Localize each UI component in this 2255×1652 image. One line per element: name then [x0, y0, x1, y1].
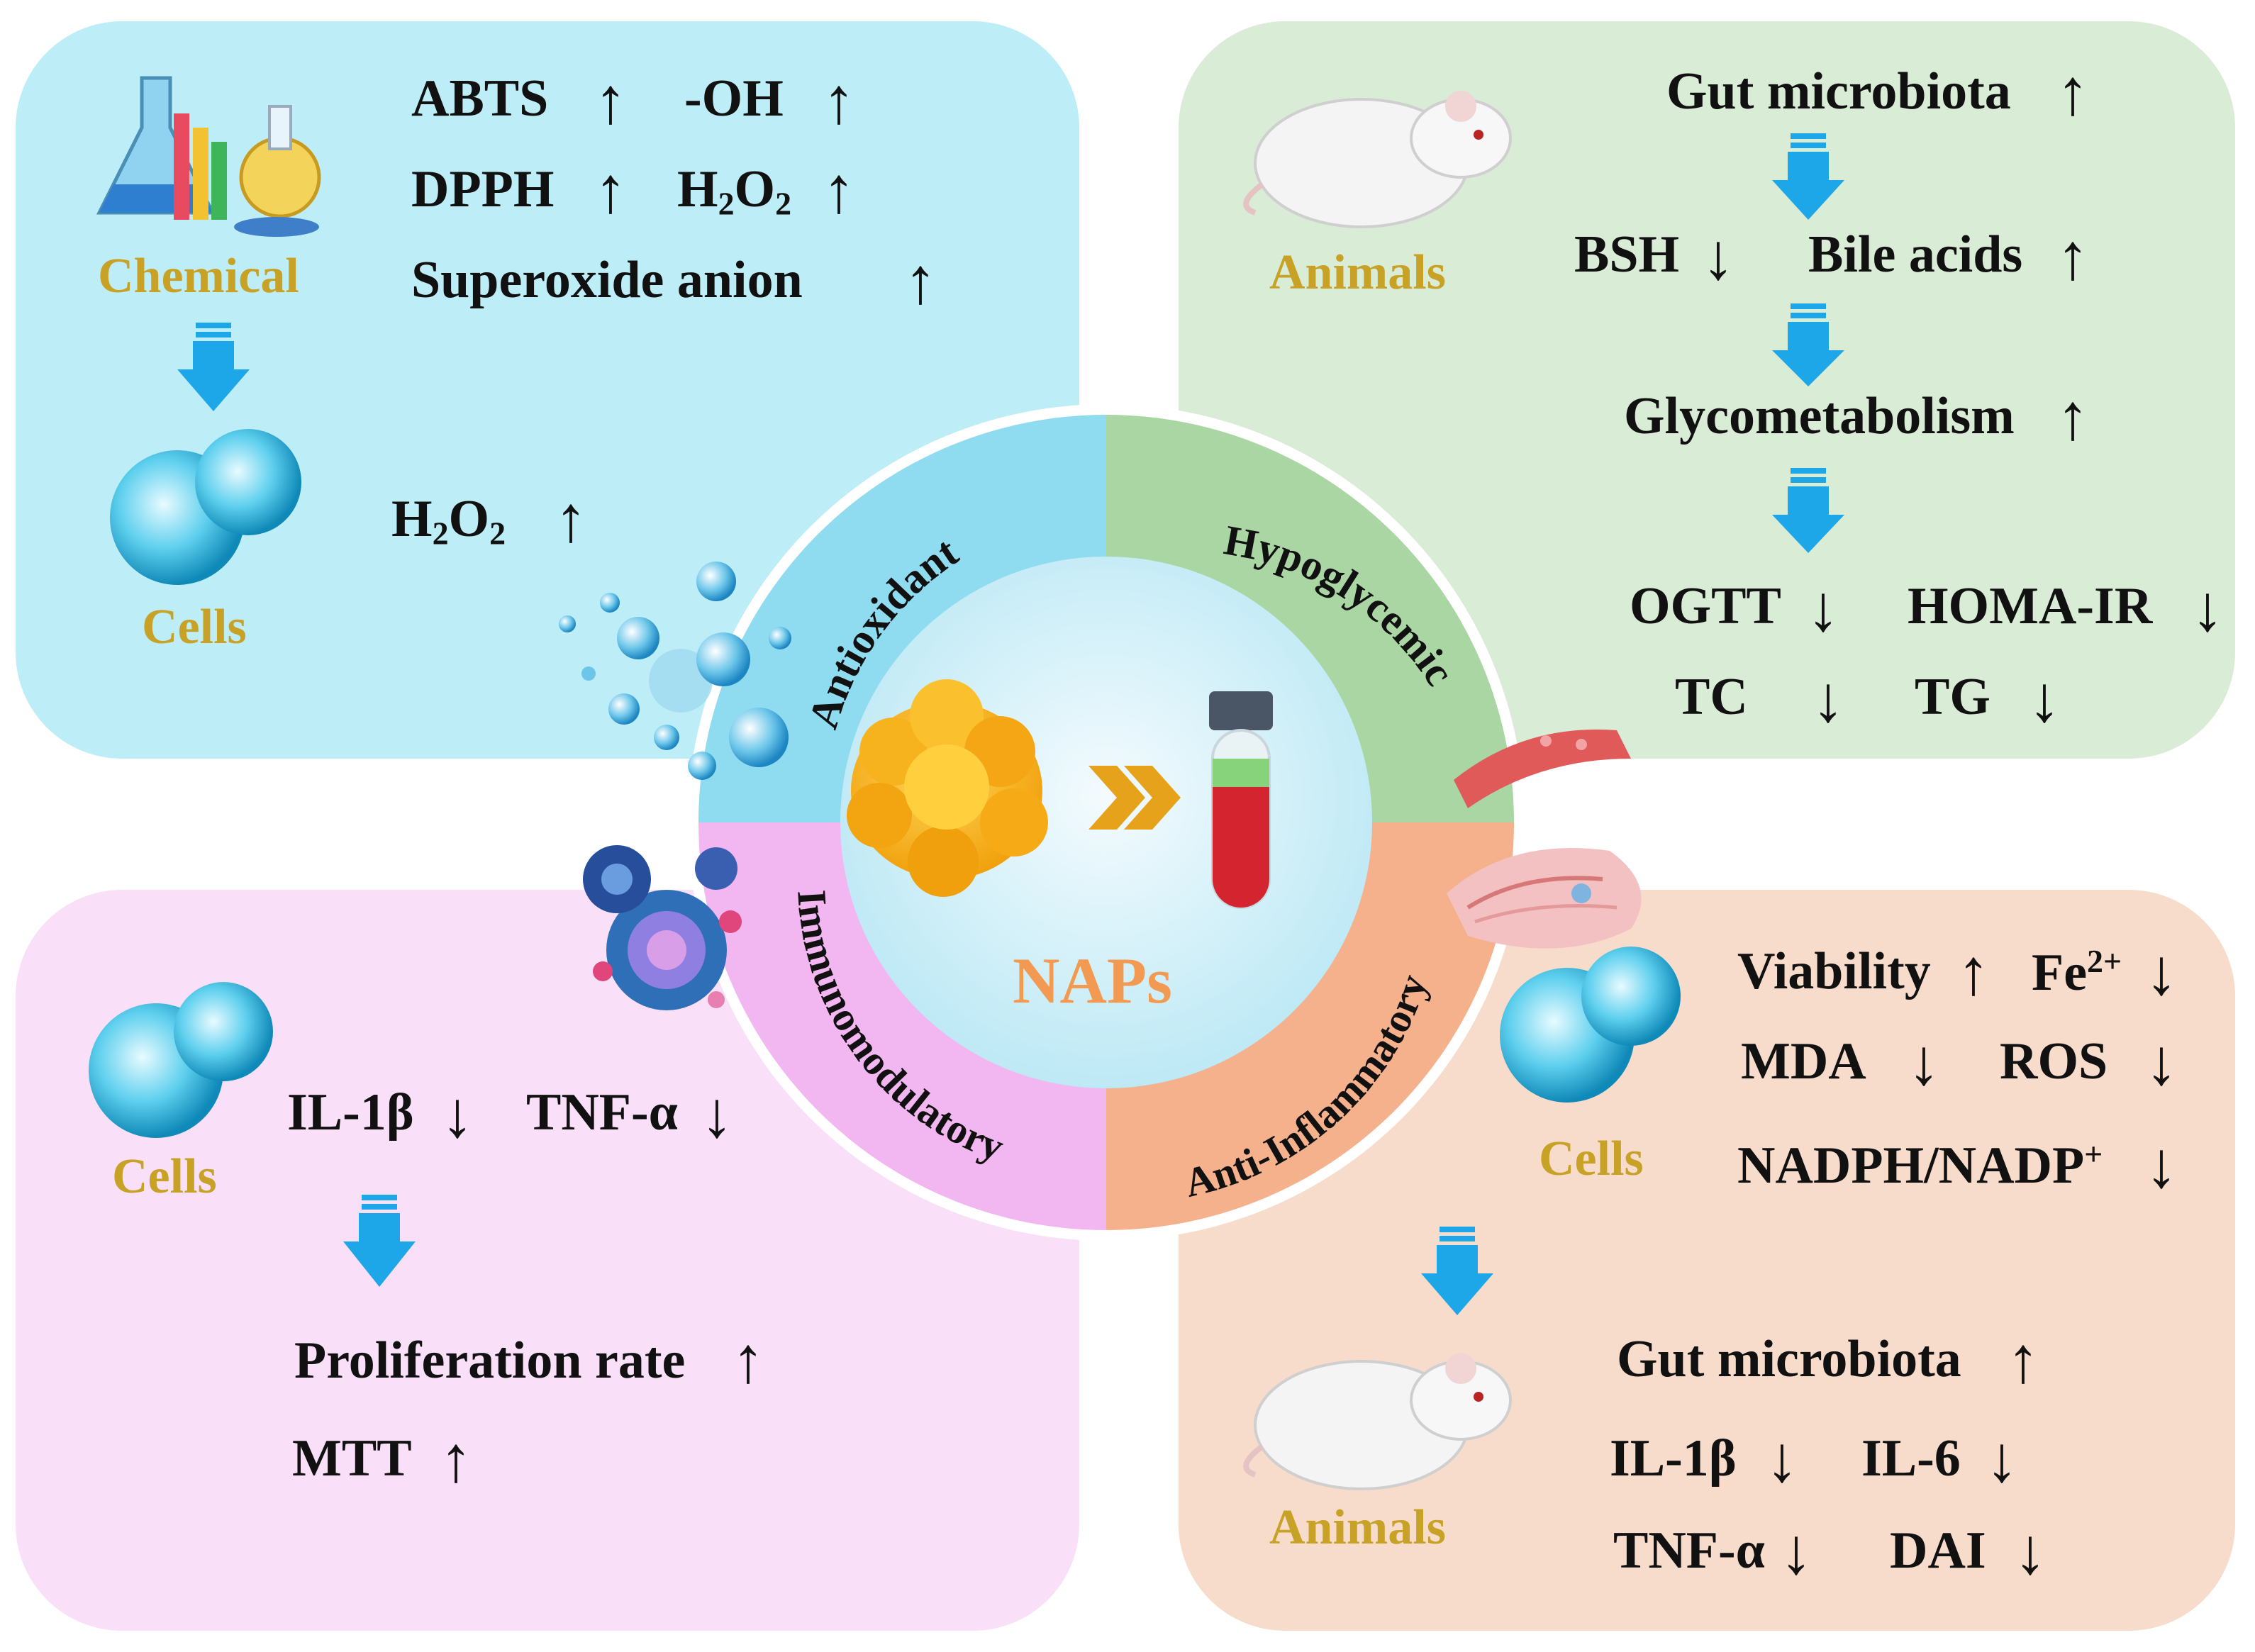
dpph-label: DPPH — [411, 160, 555, 218]
tnfa-label: TNF-α — [526, 1083, 678, 1142]
up-arrow-icon: ↑ — [732, 1324, 764, 1396]
down-arrow-icon: ↓ — [1986, 1423, 2018, 1495]
down-arrow-icon: ↓ — [2145, 1129, 2178, 1201]
mtt-label: MTT — [292, 1429, 412, 1488]
down-arrow-icon: ↓ — [2191, 572, 2224, 644]
chevron-arrows-icon — [1088, 766, 1181, 830]
ros-label: ROS — [2000, 1032, 2108, 1090]
dai-label: DAI — [1890, 1522, 1986, 1580]
down-arrow-icon: ↓ — [2145, 936, 2178, 1008]
cell-icon — [1500, 947, 1681, 1103]
down-arrow-icon: ↓ — [701, 1078, 733, 1151]
il6-label: IL-6 — [1861, 1429, 1961, 1488]
up-arrow-icon: ↑ — [555, 483, 587, 555]
il1b-label: IL-1β — [287, 1083, 414, 1142]
fe2-label: Fe2+ — [2032, 943, 2122, 1003]
up-arrow-icon: ↑ — [823, 154, 855, 226]
flow-arrows — [177, 133, 1844, 1315]
up-arrow-icon: ↑ — [2056, 56, 2089, 128]
up-arrow-icon: ↑ — [823, 65, 855, 137]
flow-arrow-down-icon — [177, 323, 250, 411]
up-arrow-icon: ↑ — [440, 1423, 472, 1495]
down-arrow-icon: ↓ — [1807, 572, 1839, 644]
tissue-icon — [1447, 848, 1642, 949]
cells-label: Cells — [142, 600, 247, 654]
animals-label: Animals — [1269, 1500, 1446, 1555]
up-arrow-icon: ↑ — [2056, 221, 2089, 293]
down-arrow-icon: ↓ — [1766, 1423, 1798, 1495]
homa-ir-label: HOMA-IR — [1908, 577, 2153, 635]
immune-cell-icon — [583, 845, 742, 1010]
up-arrow-icon: ↑ — [594, 154, 627, 226]
tnfa-label: TNF-α — [1613, 1522, 1765, 1580]
down-arrow-icon: ↓ — [2145, 1026, 2178, 1098]
bile-acids-label: Bile acids — [1808, 225, 2023, 284]
bsh-label: BSH — [1574, 225, 1680, 284]
flow-arrow-down-icon — [343, 1195, 416, 1287]
up-arrow-icon: ↑ — [2056, 381, 2089, 453]
down-arrow-icon: ↓ — [1702, 221, 1735, 293]
flow-arrow-down-icon — [1421, 1227, 1493, 1315]
down-arrow-icon: ↓ — [1812, 663, 1844, 735]
glycometabolism-label: Glycometabolism — [1624, 387, 2015, 445]
cells-h2o2-label: H2O2 — [391, 490, 506, 552]
animals-label: Animals — [1269, 245, 1446, 300]
il1b-label: IL-1β — [1610, 1429, 1737, 1488]
cell-icon — [89, 982, 273, 1138]
up-arrow-icon: ↑ — [2007, 1324, 2039, 1396]
gut-microbiota-label: Gut microbiota — [1666, 62, 2011, 121]
center-title: NAPs — [1013, 944, 1172, 1017]
mda-label: MDA — [1741, 1032, 1866, 1090]
down-arrow-icon: ↓ — [2028, 663, 2061, 735]
superoxide-label: Superoxide anion — [411, 251, 803, 309]
rat-icon — [1243, 91, 1512, 228]
down-arrow-icon: ↓ — [1908, 1026, 1940, 1098]
up-arrow-icon: ↑ — [904, 245, 937, 317]
test-tube-icon — [1209, 691, 1273, 909]
down-arrow-icon: ↓ — [441, 1078, 474, 1151]
down-arrow-icon: ↓ — [1780, 1515, 1813, 1587]
ogtt-label: OGTT — [1630, 577, 1781, 635]
up-arrow-icon: ↑ — [594, 65, 627, 137]
chemical-label: Chemical — [98, 249, 299, 303]
abts-label: ABTS — [411, 69, 549, 128]
up-arrow-icon: ↑ — [1957, 936, 1990, 1008]
cell-icon — [110, 429, 301, 585]
gut-microbiota-label: Gut microbiota — [1617, 1330, 1961, 1388]
nadph-label: NADPH/NADP+ — [1737, 1136, 2103, 1195]
tc-label: TC — [1675, 668, 1748, 726]
flow-arrow-down-icon — [1772, 133, 1844, 220]
lab-flask-icon — [96, 76, 321, 237]
cells-label: Cells — [1539, 1132, 1644, 1186]
bubbles-icon — [559, 562, 791, 780]
rat-icon — [1243, 1353, 1512, 1490]
viability-label: Viability — [1737, 942, 1931, 1000]
flow-arrow-down-icon — [1772, 468, 1844, 553]
h2o2-label: H2O2 — [677, 160, 791, 222]
down-arrow-icon: ↓ — [2014, 1515, 2047, 1587]
blood-vessel-icon — [1454, 729, 1631, 808]
cells-label: Cells — [112, 1149, 217, 1204]
proliferation-label: Proliferation rate — [294, 1332, 686, 1390]
sea-cucumber-icon — [847, 679, 1048, 897]
tg-label: TG — [1915, 668, 1990, 726]
flow-arrow-down-icon — [1772, 303, 1844, 386]
oh-label: -OH — [684, 69, 784, 128]
